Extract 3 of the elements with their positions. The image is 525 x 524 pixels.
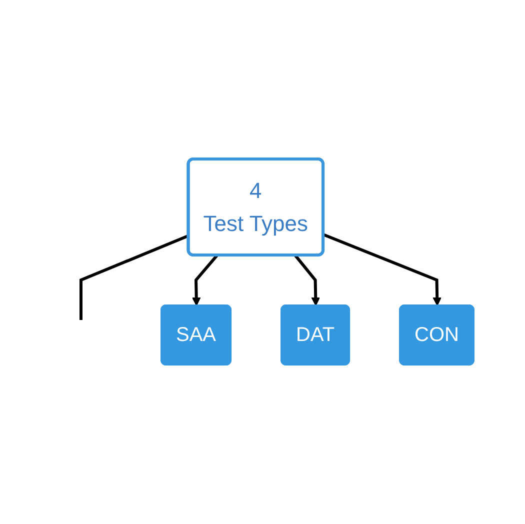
arrow [192, 254, 218, 306]
arrow [322, 233, 442, 306]
arrow [294, 254, 320, 306]
